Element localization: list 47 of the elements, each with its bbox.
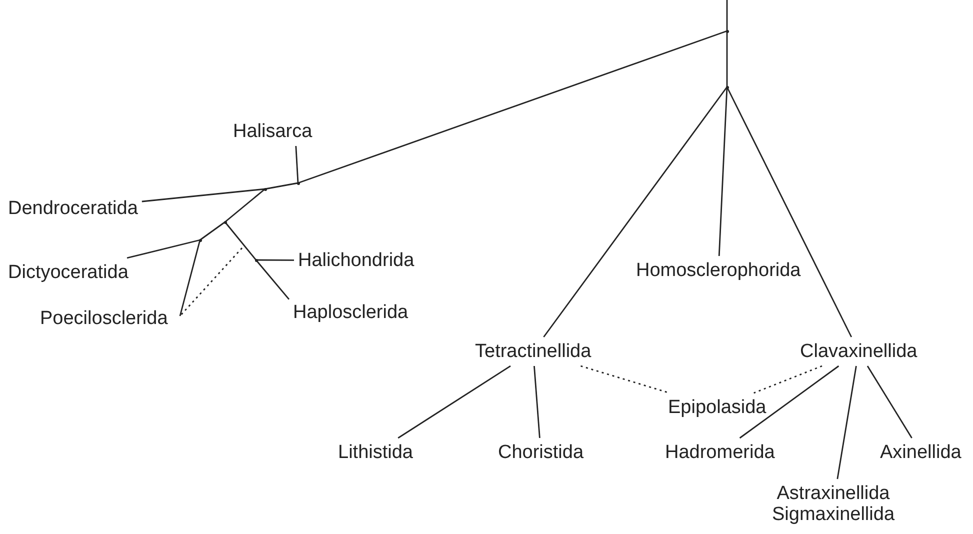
branch-line xyxy=(298,30,728,184)
branch-line xyxy=(200,221,226,241)
branch-point xyxy=(254,258,258,262)
taxon-label: Tetractinellida xyxy=(475,341,592,362)
taxon-label: Axinellida xyxy=(880,442,962,463)
branch-line xyxy=(256,259,294,261)
branch-line xyxy=(726,86,852,338)
branch-point xyxy=(726,30,728,32)
branch-line xyxy=(836,366,857,480)
branch-line xyxy=(739,365,840,439)
dotted-branch-line xyxy=(179,248,243,316)
branch-line xyxy=(726,0,728,31)
branch-line xyxy=(179,240,201,316)
taxon-label: Halichondrida xyxy=(298,250,414,271)
taxon-label: Halisarca xyxy=(233,121,312,142)
taxon-label: Dendroceratida xyxy=(8,198,138,219)
dotted-branch-line xyxy=(754,365,822,394)
taxon-label: Hadromerida xyxy=(665,442,775,463)
taxon-label: Dictyoceratida xyxy=(8,262,128,283)
branch-line xyxy=(543,86,728,338)
branch-line xyxy=(255,260,290,300)
branch-line xyxy=(726,31,728,87)
branch-line xyxy=(224,188,266,223)
taxon-label: Haplosclerida xyxy=(293,302,408,323)
dotted-branch-line xyxy=(580,365,670,394)
branch-line xyxy=(534,366,540,438)
branch-line xyxy=(142,188,266,202)
taxon-label: Homosclerophorida xyxy=(636,260,801,281)
branch-line xyxy=(264,182,298,190)
branch-line xyxy=(866,366,912,438)
branch-line xyxy=(718,86,728,256)
branch-point xyxy=(224,220,226,224)
branch-line xyxy=(398,365,511,439)
branch-point xyxy=(264,188,266,190)
taxon-label: Poecilosclerida xyxy=(40,308,168,329)
branch-point xyxy=(726,86,728,88)
taxon-label: Clavaxinellida xyxy=(800,341,918,362)
branch-line xyxy=(224,222,257,260)
taxon-label: Epipolasida xyxy=(668,397,766,418)
branch-line xyxy=(126,239,200,259)
branch-point xyxy=(296,182,300,184)
taxon-label: Sigmaxinellida xyxy=(772,504,895,525)
branch-line xyxy=(295,146,299,184)
taxon-label: Choristida xyxy=(498,442,584,463)
branch-point xyxy=(198,238,202,242)
taxon-label: Lithistida xyxy=(338,442,413,463)
taxon-label: Astraxinellida xyxy=(776,483,891,504)
